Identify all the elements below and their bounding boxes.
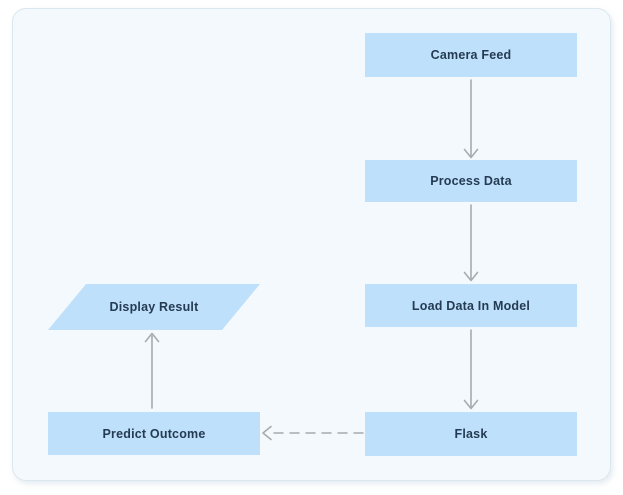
node-label: Process Data (430, 174, 512, 188)
node-label: Flask (454, 427, 488, 441)
node-predict-outcome[interactable]: Predict Outcome (48, 412, 260, 455)
node-flask[interactable]: Flask (365, 412, 577, 456)
node-display-result[interactable]: Display Result (48, 284, 260, 330)
node-camera-feed[interactable]: Camera Feed (365, 33, 577, 77)
node-process-data[interactable]: Process Data (365, 160, 577, 202)
diagram-panel (12, 8, 611, 481)
node-label: Load Data In Model (411, 298, 531, 313)
node-label: Camera Feed (430, 48, 512, 62)
node-label: Predict Outcome (102, 426, 206, 441)
node-label: Display Result (109, 300, 199, 314)
node-load-data-in-model[interactable]: Load Data In Model (365, 284, 577, 327)
